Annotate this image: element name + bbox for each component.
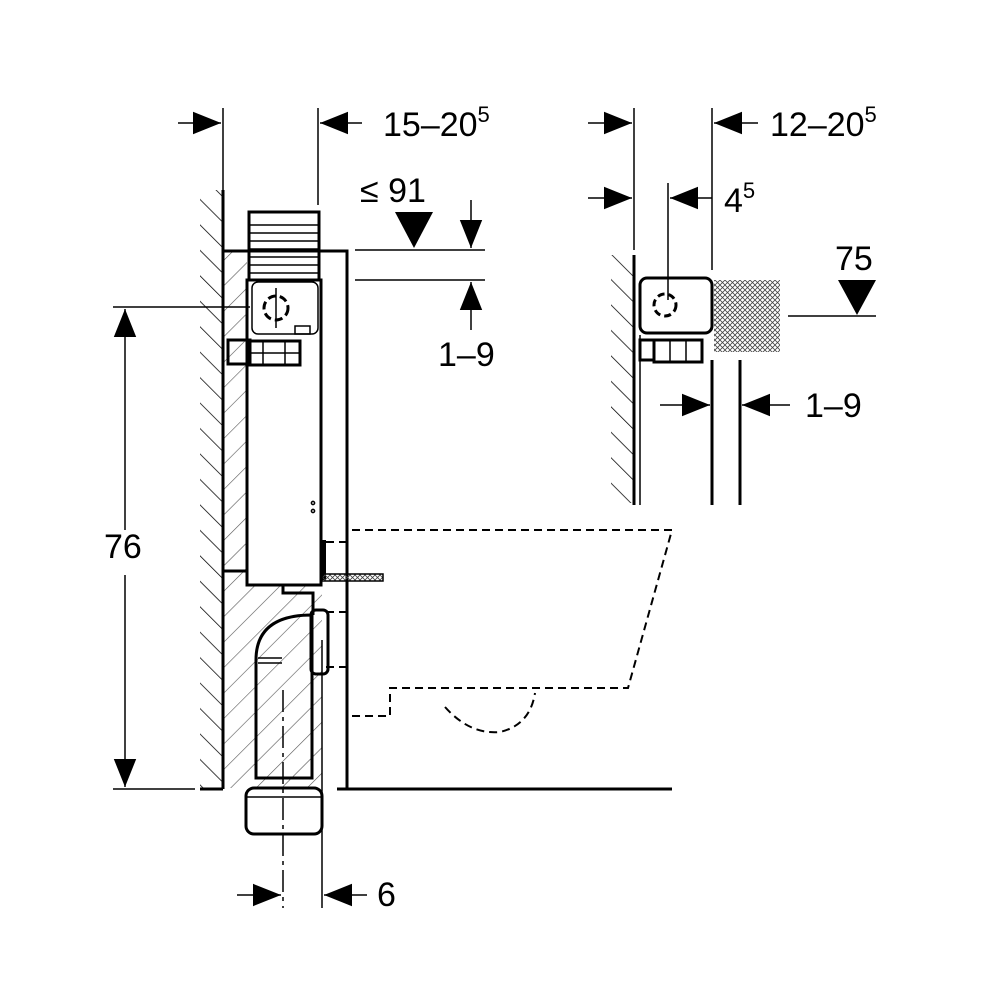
flush-plate [247,210,321,282]
wall-hatch-side [611,255,634,503]
svg-text:12–205: 12–205 [770,102,877,144]
wall-hatch [200,190,223,788]
dim-inner-offset: 4 [724,182,743,220]
dim-top-level: ≤ 91 [360,172,426,210]
dim-frame-depth: 15–20 [383,106,478,144]
level-triangle-icon [395,212,433,248]
drain-cap [244,786,324,836]
infill-hatch [223,252,247,788]
front-panel [223,249,672,791]
dim-height: 76 [104,528,142,566]
wall-bracket [226,338,302,367]
cistern-side [638,276,714,335]
svg-text:15–205: 15–205 [383,102,490,144]
dim-sup: 5 [478,102,490,127]
connector [309,608,330,676]
insulation-block [714,280,780,352]
dim-top-offset: 1–9 [438,336,495,374]
dim-bottom-offset: 6 [377,876,396,914]
dim-sup: 5 [865,102,877,127]
side-view: 12–205 45 75 1–9 [588,102,877,505]
svg-text:45: 45 [724,178,755,220]
dim-level: 75 [835,240,873,278]
main-view: 15–205 ≤ 91 1–9 76 6 [104,102,674,914]
level-triangle-icon [838,280,876,315]
dim-wall-offset: 1–9 [805,387,862,425]
dim-sup: 5 [743,178,755,203]
fixing-bolt [321,573,384,582]
dim-side-frame-depth: 12–20 [770,106,865,144]
wall-bracket-side [638,338,704,364]
toilet-outline [352,529,674,717]
